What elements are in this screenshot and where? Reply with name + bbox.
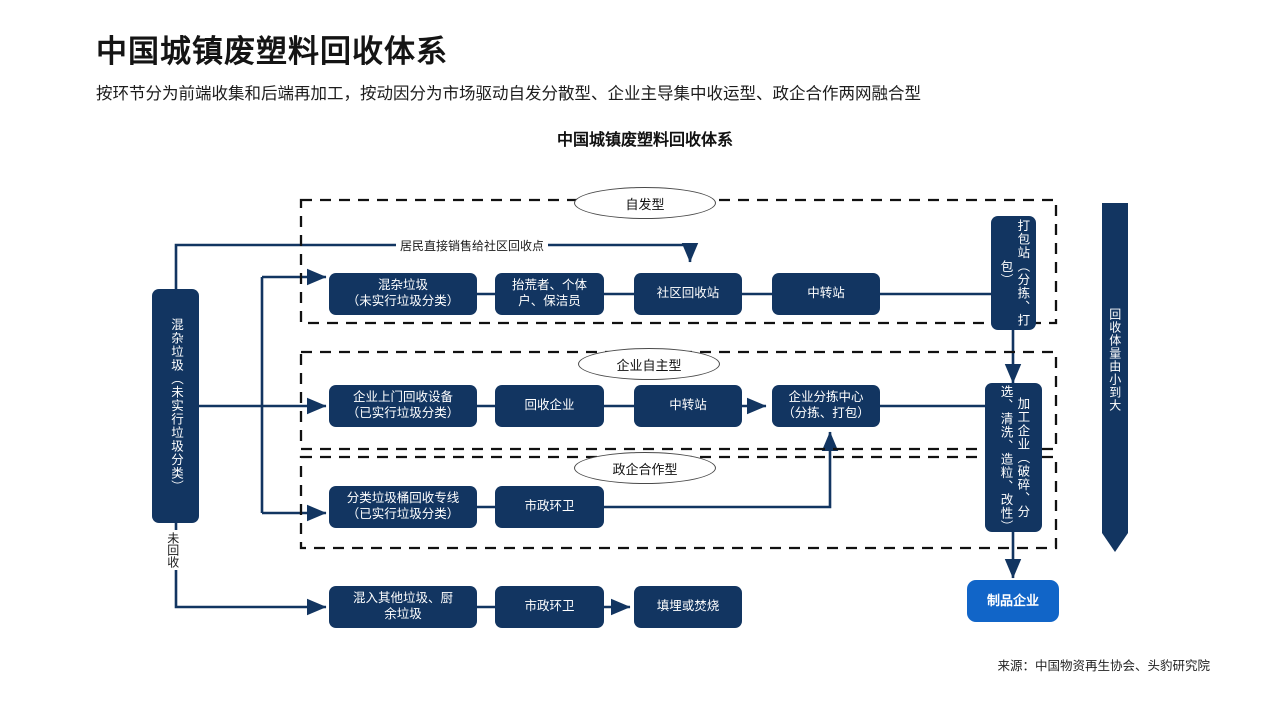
node-enterprise-sorting-center[interactable]: 企业分拣中心 （分拣、打包） <box>772 385 880 427</box>
node-municipal-sanitation-2-text: 市政环卫 <box>524 599 575 614</box>
line-1: 混杂垃圾 <box>377 278 428 293</box>
lane-tag-gov-enterprise: 政企合作型 <box>574 452 716 484</box>
volume-arrow-label: 回收体量由小到大 <box>1107 308 1122 412</box>
node-transfer-station-2-text: 中转站 <box>669 398 707 413</box>
node-community-station[interactable]: 社区回收站 <box>634 273 742 315</box>
node-door-to-door-text: 企业上门回收设备 （已实行垃圾分类） <box>347 390 460 421</box>
node-processing-company-label: 加工企业（破碎、分选、清洗、造粒、改性） <box>998 385 1030 534</box>
node-baling-station-label: 打包站（分拣、打包） <box>998 219 1030 327</box>
node-municipal-sanitation-2[interactable]: 市政环卫 <box>495 586 604 628</box>
line-2: （已实行垃圾分类） <box>346 406 460 420</box>
line-municipal-to-sorting <box>604 431 839 509</box>
line-2: 户、保洁员 <box>518 294 581 308</box>
line-resident-direct-left <box>174 243 396 289</box>
node-mixed-waste[interactable]: 混杂垃圾（未实行垃圾分类） <box>152 289 199 523</box>
lane-region-3 <box>299 455 1058 550</box>
node-product-company-label: 制品企业 <box>986 592 1039 608</box>
line-1: 抬荒者、个体 <box>511 278 587 293</box>
node-transfer-station-1-text: 中转站 <box>807 286 845 301</box>
caption-not-recycled: 未回收 <box>165 530 180 570</box>
node-landfill-or-incineration[interactable]: 填埋或焚烧 <box>634 586 742 628</box>
page-subtitle: 按环节分为前端收集和后端再加工，按动因分为市场驱动自发分散型、企业主导集中收运型… <box>96 85 921 103</box>
node-scavengers-text: 抬荒者、个体 户、保洁员 <box>512 278 587 309</box>
node-mixed-garbage-text: 混杂垃圾 （未实行垃圾分类） <box>347 278 460 309</box>
volume-arrow-shape <box>1102 203 1128 552</box>
node-product-company[interactable]: 制品企业 <box>967 580 1059 622</box>
chart-title-text: 中国城镇废塑料回收体系 <box>556 132 733 149</box>
node-classified-bin-line-text: 分类垃圾桶回收专线 （已实行垃圾分类） <box>347 491 460 522</box>
lane-tag-spontaneous-text: 自发型 <box>625 196 665 212</box>
node-municipal-sanitation-1[interactable]: 市政环卫 <box>495 486 604 528</box>
line-1: 分类垃圾桶回收专线 <box>346 491 460 506</box>
node-mixed-waste-label: 混杂垃圾（未实行垃圾分类） <box>168 318 183 494</box>
caption-resident-direct-sale: 居民直接销售给社区回收点 <box>396 237 549 254</box>
node-classified-bin-line[interactable]: 分类垃圾桶回收专线 （已实行垃圾分类） <box>329 486 477 528</box>
line-1: 企业分拣中心 <box>788 390 864 405</box>
source-note: 来源：中国物资再生协会、头豹研究院 <box>997 659 1210 673</box>
lane-region-2 <box>299 350 1058 451</box>
node-recycling-company[interactable]: 回收企业 <box>495 385 604 427</box>
node-municipal-sanitation-1-text: 市政环卫 <box>524 499 575 514</box>
node-mixed-other-kitchen[interactable]: 混入其他垃圾、厨 余垃圾 <box>329 586 477 628</box>
node-community-station-text: 社区回收站 <box>656 286 720 301</box>
node-enterprise-sorting-center-text: 企业分拣中心 （分拣、打包） <box>782 390 870 421</box>
line-2: 余垃圾 <box>384 607 422 621</box>
chart-title: 中国城镇废塑料回收体系 <box>0 126 1280 150</box>
lane-tag-gov-enterprise-text: 政企合作型 <box>612 461 678 477</box>
page-title: 中国城镇废塑料回收体系 <box>96 34 448 69</box>
node-mixed-other-kitchen-text: 混入其他垃圾、厨 余垃圾 <box>353 591 453 622</box>
line-2: （已实行垃圾分类） <box>346 507 460 521</box>
lane-tag-spontaneous: 自发型 <box>574 187 716 219</box>
node-mixed-garbage[interactable]: 混杂垃圾 （未实行垃圾分类） <box>329 273 477 315</box>
node-processing-company[interactable]: 加工企业（破碎、分选、清洗、造粒、改性） <box>985 383 1042 534</box>
node-landfill-text: 填埋或焚烧 <box>656 599 720 614</box>
node-baling-station[interactable]: 打包站（分拣、打包） <box>991 216 1036 330</box>
node-transfer-station-1[interactable]: 中转站 <box>772 273 880 315</box>
lane-tag-enterprise-led: 企业自主型 <box>578 348 720 380</box>
node-recycling-company-text: 回收企业 <box>524 398 575 413</box>
node-transfer-station-2[interactable]: 中转站 <box>634 385 742 427</box>
line-2: （分拣、打包） <box>782 406 870 420</box>
line-1: 企业上门回收设备 <box>352 390 453 405</box>
line-not-recycled <box>174 523 327 616</box>
line-1: 混入其他垃圾、厨 <box>352 591 453 606</box>
node-door-to-door[interactable]: 企业上门回收设备 （已实行垃圾分类） <box>329 385 477 427</box>
lane-region-1 <box>299 198 1058 325</box>
node-scavengers[interactable]: 抬荒者、个体 户、保洁员 <box>495 273 604 315</box>
lane-tag-enterprise-led-text: 企业自主型 <box>616 357 682 373</box>
line-resident-direct-right <box>544 242 699 263</box>
line-2: （未实行垃圾分类） <box>346 294 460 308</box>
